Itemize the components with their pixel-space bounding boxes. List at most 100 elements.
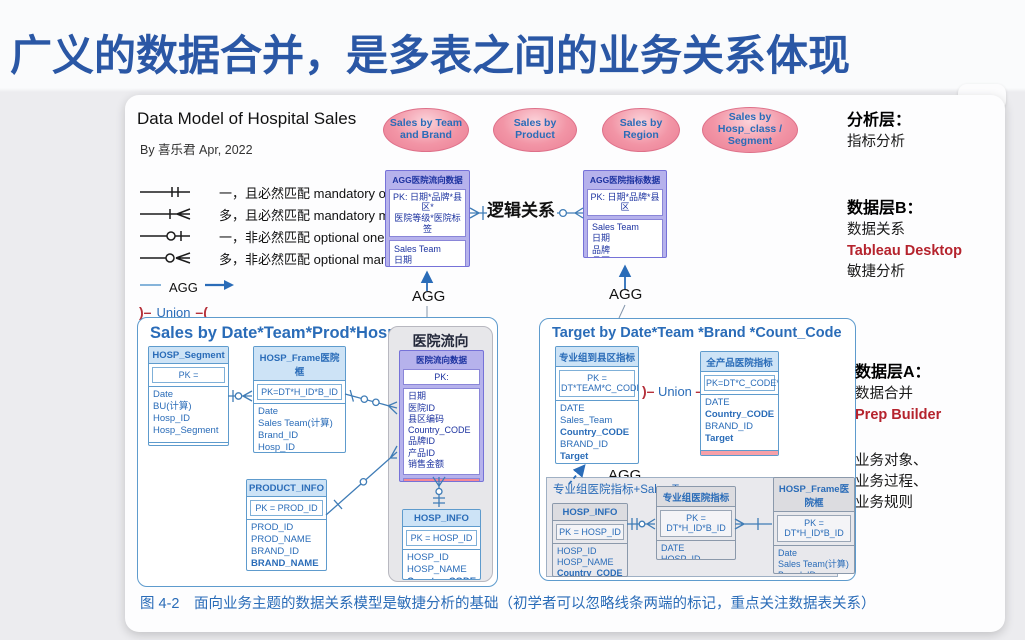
legend-item: 一，且必然匹配 mandatory one <box>139 181 410 203</box>
diagram-byline: By 喜乐君 Apr, 2022 <box>140 143 253 157</box>
legend-agg-label: AGG <box>169 279 198 295</box>
table-pk: PK=DT*C_CODE*B_ID <box>704 375 778 391</box>
table-title: 专业组医院指标 <box>657 487 735 507</box>
figure-caption: 图 4-2 面向业务主题的数据关系模型是敏捷分析的基础（初学者可以忽略线条两端的… <box>140 596 876 612</box>
field: Sales Team(计算) <box>778 559 849 570</box>
field: Date <box>778 548 798 559</box>
table-pk: PK = HOSP_ID <box>556 524 624 540</box>
legend-union-label: Union <box>156 304 191 320</box>
table-pk: PK = DT*H_ID*B_ID <box>777 515 851 542</box>
table-title: 医院流向数据 <box>415 355 467 365</box>
table-title: 全产品医院指标 <box>701 352 778 372</box>
field: 日期 <box>592 233 611 244</box>
field: DATE <box>705 397 730 409</box>
annotation-business: 业务对象、 业务过程、 业务规则 <box>855 451 928 514</box>
field: Target <box>705 433 734 445</box>
legend-item: 多，且必然匹配 mandatory many <box>139 203 410 225</box>
field: 县区 <box>592 256 658 257</box>
diagram-panel: Data Model of Hospital Sales By 喜乐君 Apr,… <box>125 95 1005 632</box>
table-pk: PK = DT*H_ID*B_ID <box>660 510 732 537</box>
section-target: Target by Date*Team *Brand *Count_Code 专… <box>539 318 856 581</box>
field: Target <box>560 451 589 463</box>
field: Date <box>153 389 174 401</box>
table-team-hosp-target: 专业组医院指标 PK = DT*H_ID*B_ID DATEHOSP_IDBRA… <box>656 486 736 560</box>
field: HOSP_NAME <box>407 564 467 576</box>
table-title: HOSP_Segment <box>149 347 228 364</box>
field: BU(计算) <box>153 401 192 413</box>
table-pk: PK: 日期*品牌*县区 <box>587 189 663 216</box>
field: Country_CODE <box>560 427 630 439</box>
union-left-icon: )– <box>642 383 655 399</box>
annotation-line: 敏捷分析 <box>847 264 905 281</box>
field: Date <box>258 406 279 418</box>
annotation-heading: 数据层A： <box>855 364 931 381</box>
table-note: Sales Team =All_Product <box>701 449 778 455</box>
annotation-line: 数据合并 <box>855 386 913 403</box>
subject-bubble-team-brand: Sales by Team and Brand <box>383 108 469 152</box>
field: Brand_ID <box>258 430 299 442</box>
bubble-label: Sales by Team and Brand <box>389 117 463 141</box>
annotation-data-layer-b: 数据层B： 数据关系 Tableau Desktop 敏捷分析 <box>847 197 962 283</box>
legend-label: 一，非必然匹配 optional one <box>219 229 385 245</box>
legend-agg-row: AGG <box>139 276 410 298</box>
annotation-tool: Prep Builder <box>855 407 942 424</box>
table-pk: PK = DT*TEAM*C_CODE*B_ID <box>559 370 638 397</box>
mandatory-one-icon <box>139 185 219 199</box>
table-fields: Sales Team日期品牌县区 <box>587 218 663 257</box>
annotation-line: 指标分析 <box>847 134 905 151</box>
optional-many-icon <box>139 251 219 265</box>
table-pk: PK: 日期*品牌*县区* 医院等级*医院标签 <box>389 189 466 238</box>
table-title: HOSP_INFO <box>553 504 627 521</box>
logic-relation-label: 逻辑关系 <box>487 201 555 220</box>
diagram-title: Data Model of Hospital Sales <box>137 109 357 128</box>
title-text: Sales by Date*Team* <box>150 324 313 342</box>
table-title: 专业组到县区指标 <box>556 347 638 367</box>
table-note: BU为医院增加的“医 院标签” <box>149 441 228 445</box>
field: 医院ID <box>408 402 436 413</box>
group-title: 医院流向 <box>412 333 469 349</box>
field: 品牌ID <box>408 436 436 447</box>
union-right-icon: –( <box>195 304 208 320</box>
table-pk: PK=DT*H_ID*B_ID <box>257 384 342 400</box>
legend-label: 一，且必然匹配 mandatory one <box>219 185 401 201</box>
field: Sales Team <box>394 243 441 254</box>
table-fields: PROD_IDPROD_NAMEBRAND_IDBRAND_NAMEPRODLI… <box>247 518 326 570</box>
table-pk: PK = <box>152 367 225 383</box>
field: HOSP_ID <box>407 552 449 564</box>
table-title: AGG医院指标数据 <box>589 175 661 185</box>
annotation-line: 业务过程、 <box>855 474 928 491</box>
legend-label: 多，非必然匹配 optional many <box>219 251 395 267</box>
optional-one-icon <box>139 229 219 243</box>
section-sales-title: Sales by Date*Team*Prod*Hosp <box>150 324 397 343</box>
field: Sales Team <box>592 222 639 233</box>
field: Country_CODE <box>557 568 623 577</box>
table-title: PRODUCT_INFO <box>247 480 326 497</box>
field: BRAND_ID <box>560 439 609 451</box>
field: 日期 <box>394 254 413 265</box>
page-title: 广义的数据合并，是多表之间的业务关系体现 <box>10 32 851 79</box>
field: HOSP_NAME <box>557 557 614 568</box>
annotation-data-layer-a: 数据层A： 数据合并 Prep Builder <box>855 361 941 426</box>
field: 品牌 <box>592 244 611 255</box>
union-left-icon: )– <box>139 304 152 320</box>
field: 日期 <box>408 391 427 402</box>
table-fields: Sales Team日期品牌县区 <box>389 240 466 266</box>
legend-item: 多，非必然匹配 optional many <box>139 247 410 269</box>
table-note: 医院流向：全流向的买方 ID inner join医院id <box>403 478 480 481</box>
field: PROD_ID <box>251 522 294 534</box>
agg-label-left: AGG <box>412 288 446 305</box>
field: Brand_ID <box>778 570 850 573</box>
union-label: )– Union –( <box>642 383 708 399</box>
subject-bubble-product: Sales by Product <box>493 108 577 152</box>
field: Hosp_Segment <box>153 425 219 437</box>
table-title: HOSP_Frame医院框 <box>774 478 854 512</box>
